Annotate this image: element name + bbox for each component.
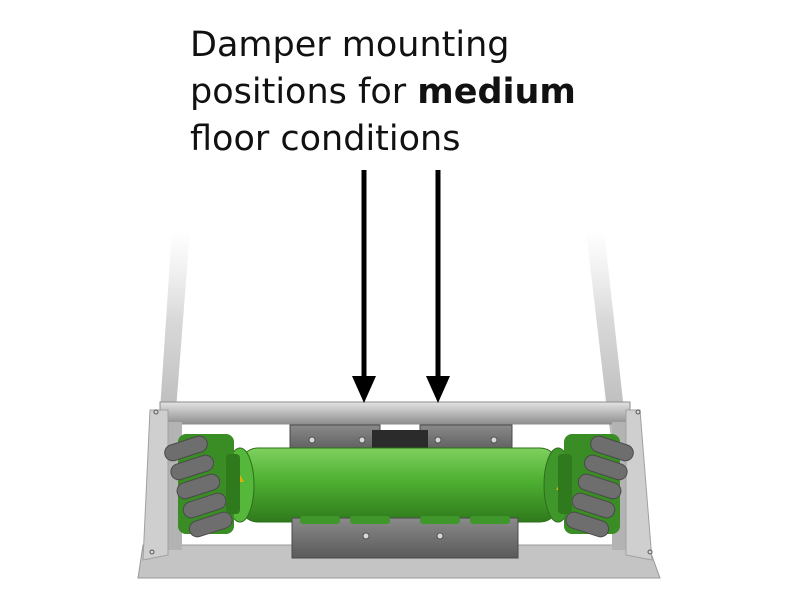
green-roller-tube: [225, 447, 573, 523]
caption-bold-word: medium: [417, 72, 576, 112]
down-arrow-icon: [352, 170, 376, 403]
caption-line-2-text: positions for: [190, 72, 418, 112]
caption: Damper mounting positions for medium flo…: [190, 22, 750, 163]
caption-line-2: positions for medium: [190, 69, 750, 116]
bolts: [149, 409, 653, 555]
caption-line-3: floor conditions: [190, 119, 461, 159]
caption-line-1: Damper mounting: [190, 25, 510, 65]
bottom-mount-plates: [291, 516, 519, 559]
down-arrow-icon: [426, 170, 450, 403]
